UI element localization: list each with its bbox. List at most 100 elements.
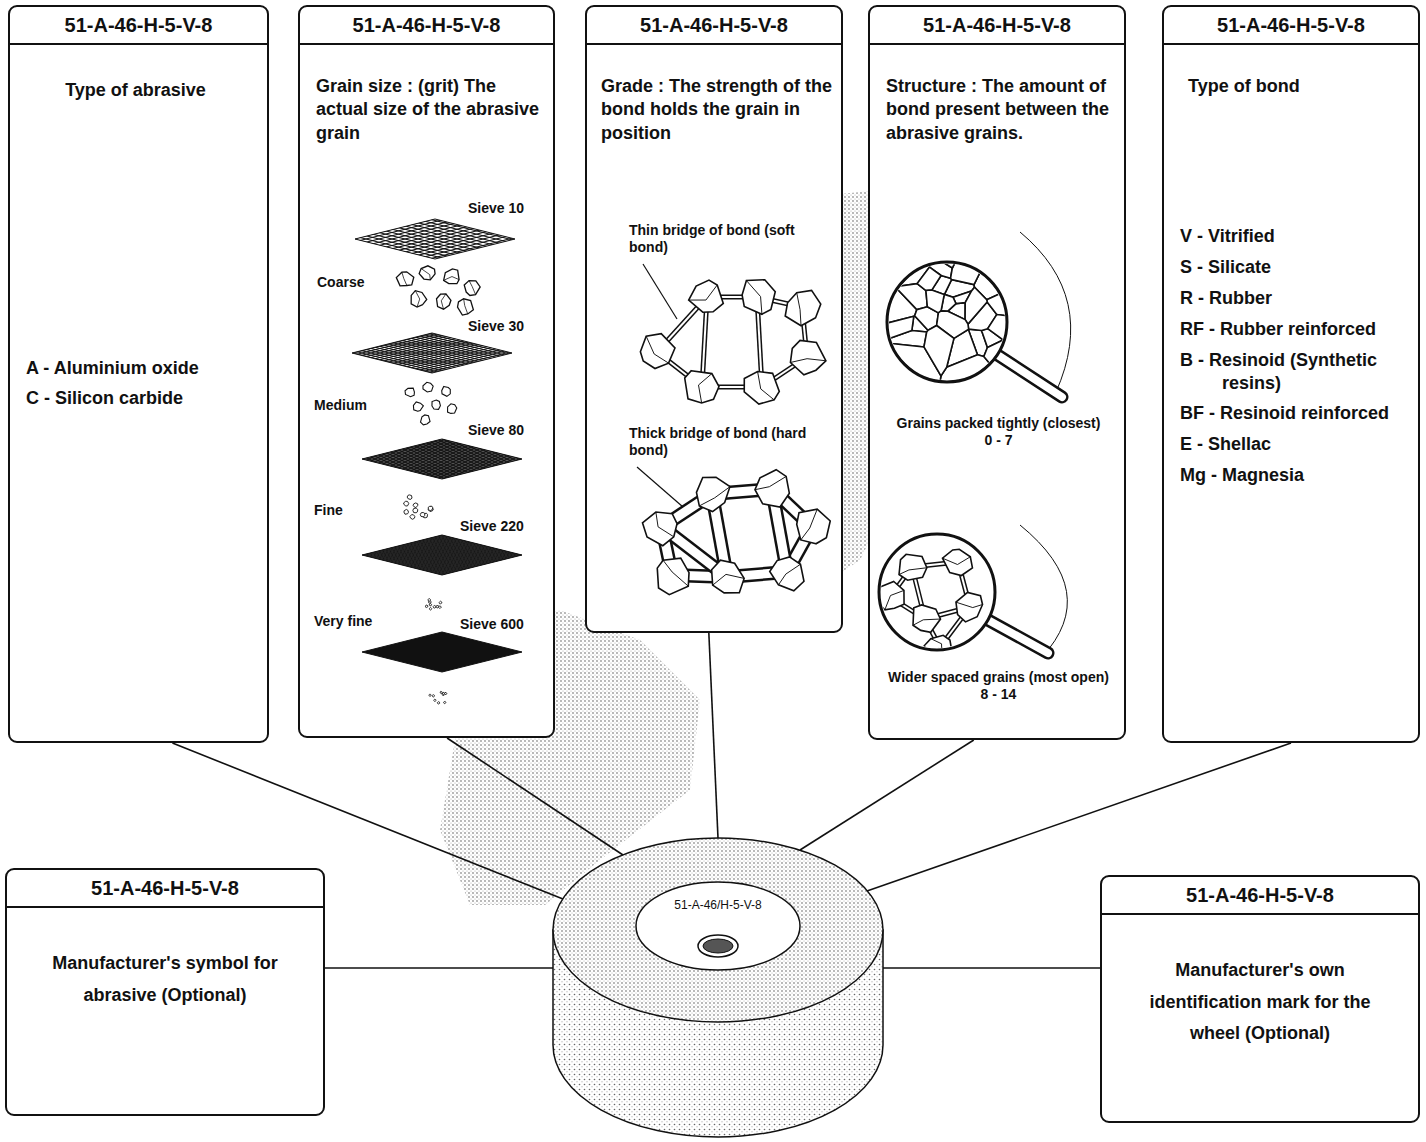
sieve-mesh (210, 333, 370, 373)
sieve-mesh (430, 535, 590, 575)
grain-facet (698, 374, 711, 403)
grain-facet (656, 512, 674, 537)
grain-facet (885, 590, 904, 609)
sieve-mesh (426, 535, 586, 575)
text-holder: S - Silicate (1180, 256, 1406, 279)
abrasive-grain (442, 386, 451, 396)
sieve-mesh (216, 535, 376, 575)
sieve-mesh (412, 439, 572, 479)
abrasive-grain (413, 508, 418, 513)
leader-line (800, 740, 974, 850)
packed-grain (880, 316, 914, 342)
abrasive-grain (432, 400, 440, 409)
magnifier (876, 549, 982, 661)
leader-line (325, 967, 553, 969)
sieve-mesh (260, 219, 420, 259)
sieve-mesh (362, 632, 522, 672)
text-holder: BF - Resinoid reinforced (1180, 402, 1406, 425)
text-holder: Manufacturer's own identification mark f… (1122, 955, 1398, 1050)
sieve-mesh (447, 535, 607, 575)
abrasive-grain (770, 557, 804, 591)
sieve-mesh (351, 219, 511, 259)
sieve-mesh (399, 333, 559, 373)
sieve-mesh (447, 535, 607, 575)
text-holder: E - Shellac (1180, 433, 1406, 456)
sieve-mesh (202, 439, 362, 479)
grain-facet (464, 299, 468, 314)
sieve-mesh (364, 219, 524, 259)
sieve-mesh (405, 535, 565, 575)
text-holder: Wider spaced grains (most open) 8 - 14 (886, 669, 1111, 703)
abrasive-grain (444, 269, 459, 284)
packed-grain (988, 315, 1014, 343)
grain-facet (931, 639, 942, 662)
sieve-mesh (390, 219, 550, 259)
text-holder: Sieve 10 (468, 200, 524, 218)
sieve-label: Sieve 10 (468, 200, 524, 218)
marking-code: 51-A-46-H-5-V-8 (1217, 13, 1365, 37)
abrasive-grain (413, 503, 418, 508)
sieve-mesh (351, 219, 511, 259)
description-text: Thin bridge of bond (soft bond) (629, 222, 801, 256)
abrasive-grain (744, 371, 779, 404)
sieve-mesh (409, 535, 569, 575)
leader-line (709, 633, 718, 838)
description-text: Mg - Magnesia (1180, 464, 1406, 487)
sieve-mesh (400, 439, 560, 479)
sieve-mesh (234, 219, 394, 259)
sieve-mesh (398, 535, 558, 575)
text-holder: V - Vitrified (1180, 225, 1406, 248)
grain-facet (801, 509, 817, 540)
packed-grain (926, 290, 944, 313)
sieve-mesh (213, 535, 373, 575)
sieve-label: Fine (314, 502, 343, 520)
illustration (553, 838, 883, 1138)
abrasive-grain (429, 603, 431, 606)
magnifier (876, 534, 1048, 662)
abrasive-grain (790, 340, 825, 374)
sieve-mesh (412, 535, 572, 575)
sieve-label: Medium (314, 397, 367, 415)
sieve-mesh (312, 219, 472, 259)
grain-facet (956, 602, 983, 607)
sieve-label: Coarse (317, 274, 364, 292)
sieve-mesh (412, 535, 572, 575)
sieve-mesh (195, 219, 355, 259)
text-holder: Thin bridge of bond (soft bond) (629, 222, 801, 256)
code-header: 51-A-46-H-5-V-8 (1102, 877, 1418, 915)
sieve-mesh (437, 535, 597, 575)
sieve-mesh (247, 219, 407, 259)
sieve-mesh (426, 535, 586, 575)
abrasive-grain (448, 404, 457, 414)
sieve-mesh (423, 535, 583, 575)
sieve-mesh (426, 333, 586, 373)
sieve-mesh (436, 439, 596, 479)
description-text: C - Silicon carbide (26, 387, 256, 410)
sieve-mesh (201, 333, 361, 373)
sieve-mesh (223, 535, 383, 575)
abrasive-grain (432, 695, 434, 697)
abrasive-grain (405, 388, 414, 397)
sieve-mesh (195, 219, 355, 259)
description-text: E - Shellac (1180, 433, 1406, 456)
text-holder: Thick bridge of bond (hard bond) (629, 425, 807, 459)
text-holder: A - Aluminium oxide (26, 357, 256, 380)
text-holder: Medium (314, 397, 367, 415)
sieve-mesh (416, 535, 576, 575)
packed-grain (984, 340, 1014, 389)
grain-facet (758, 371, 775, 399)
abrasive-grain (434, 699, 436, 701)
sieve-mesh (418, 439, 578, 479)
leader-line (883, 967, 1100, 969)
sieve-mesh (208, 219, 368, 259)
leader-line (643, 264, 677, 319)
abrasive-grain (899, 554, 927, 580)
description-text: Grain size : (grit) The actual size of t… (316, 75, 541, 145)
text-holder: Very fine (314, 613, 372, 631)
sieve-mesh (220, 439, 380, 479)
sieve-mesh (352, 333, 512, 373)
sieve-mesh (448, 439, 608, 479)
leader-line (637, 467, 683, 507)
grain-facet (790, 359, 825, 363)
grain-facet (663, 560, 688, 586)
